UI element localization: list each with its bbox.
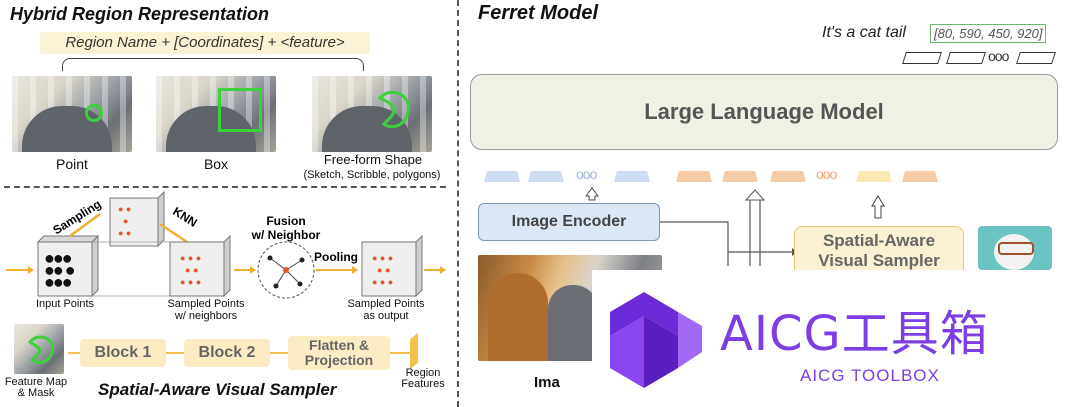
freeform-label: Free-form Shape xyxy=(323,152,423,167)
input-points-glyph: ●●●●● ●●●● xyxy=(44,248,76,292)
output-coords: [80, 590, 450, 920] xyxy=(930,24,1047,43)
box-label: Box xyxy=(203,156,229,172)
sampled-points-glyph: ● ● ●● ● xyxy=(118,204,132,238)
block2: Block 2 xyxy=(184,339,270,367)
text-token xyxy=(676,171,712,182)
region-token xyxy=(856,171,892,182)
freeform-sublabel: (Sketch, Scribble, polygons) xyxy=(303,169,441,181)
sampled-output-label: Sampled Points as output xyxy=(347,298,425,322)
left-separator xyxy=(4,186,446,188)
hybrid-region-title: Hybrid Region Representation xyxy=(10,4,270,24)
flow-arrows xyxy=(585,187,885,266)
image-caption-partial: Ima xyxy=(534,374,560,391)
point-marker xyxy=(85,104,103,122)
region-feature-bar xyxy=(410,332,418,370)
region-features-label: Region Features xyxy=(401,367,445,390)
pooling-label: Pooling xyxy=(314,250,358,264)
image-encoder: Image Encoder xyxy=(478,203,660,241)
output-dots: ooo xyxy=(988,48,1009,64)
input-points-label: Input Points xyxy=(35,298,95,310)
neighbor-points-glyph: ● ● ● ● ●● ● ● xyxy=(180,253,202,287)
panel-separator xyxy=(457,0,459,407)
spatial-aware-visual-sampler: Spatial-Aware Visual Sampler xyxy=(794,226,964,276)
text-token xyxy=(722,171,758,182)
fusion-label: Fusion w/ Neighbor xyxy=(251,214,321,242)
point-example-image xyxy=(12,76,132,152)
sampler-bottom-title: Spatial-Aware Visual Sampler xyxy=(98,380,337,399)
freeform-example-image xyxy=(312,76,432,152)
watermark-text: AICG工具箱 xyxy=(720,306,989,362)
watermark-subtext: AICG TOOLBOX xyxy=(800,366,940,385)
sampler-diagram xyxy=(6,190,446,299)
feature-map-label: Feature Map & Mask xyxy=(4,376,68,399)
output-points-glyph: ● ● ● ● ●● ● ● xyxy=(372,253,394,287)
cartoon-cat-image xyxy=(978,226,1052,270)
large-language-model: Large Language Model xyxy=(470,74,1058,150)
output-token xyxy=(902,52,942,64)
region-formula: Region Name + [Coordinates] + <feature> xyxy=(40,32,370,54)
feature-map-image xyxy=(14,324,64,374)
flatten-projection: Flatten & Projection xyxy=(288,336,390,370)
image-token xyxy=(528,171,564,182)
text-token xyxy=(902,171,938,182)
output-token xyxy=(1016,52,1056,64)
formula-bracket xyxy=(62,58,364,71)
image-token xyxy=(614,171,650,182)
box-example-image xyxy=(156,76,276,152)
cat-shape xyxy=(548,285,598,361)
freeform-scribble-marker xyxy=(377,90,410,129)
aicg-logo-icon xyxy=(610,292,702,388)
output-text: It's a cat tail xyxy=(822,24,906,41)
ferret-model-title: Ferret Model xyxy=(478,2,599,24)
glasses xyxy=(998,242,1034,255)
image-token xyxy=(484,171,520,182)
dog-shape xyxy=(488,273,548,361)
mask-scribble xyxy=(27,335,55,364)
image-token-dots: ooo xyxy=(576,166,597,182)
box-marker xyxy=(218,88,262,132)
output-token xyxy=(946,52,986,64)
sampled-neighbors-label: Sampled Points w/ neighbors xyxy=(167,298,245,322)
point-label: Point xyxy=(56,156,88,172)
text-token xyxy=(770,171,806,182)
block1: Block 1 xyxy=(80,339,166,367)
text-token-dots: ooo xyxy=(816,166,837,182)
